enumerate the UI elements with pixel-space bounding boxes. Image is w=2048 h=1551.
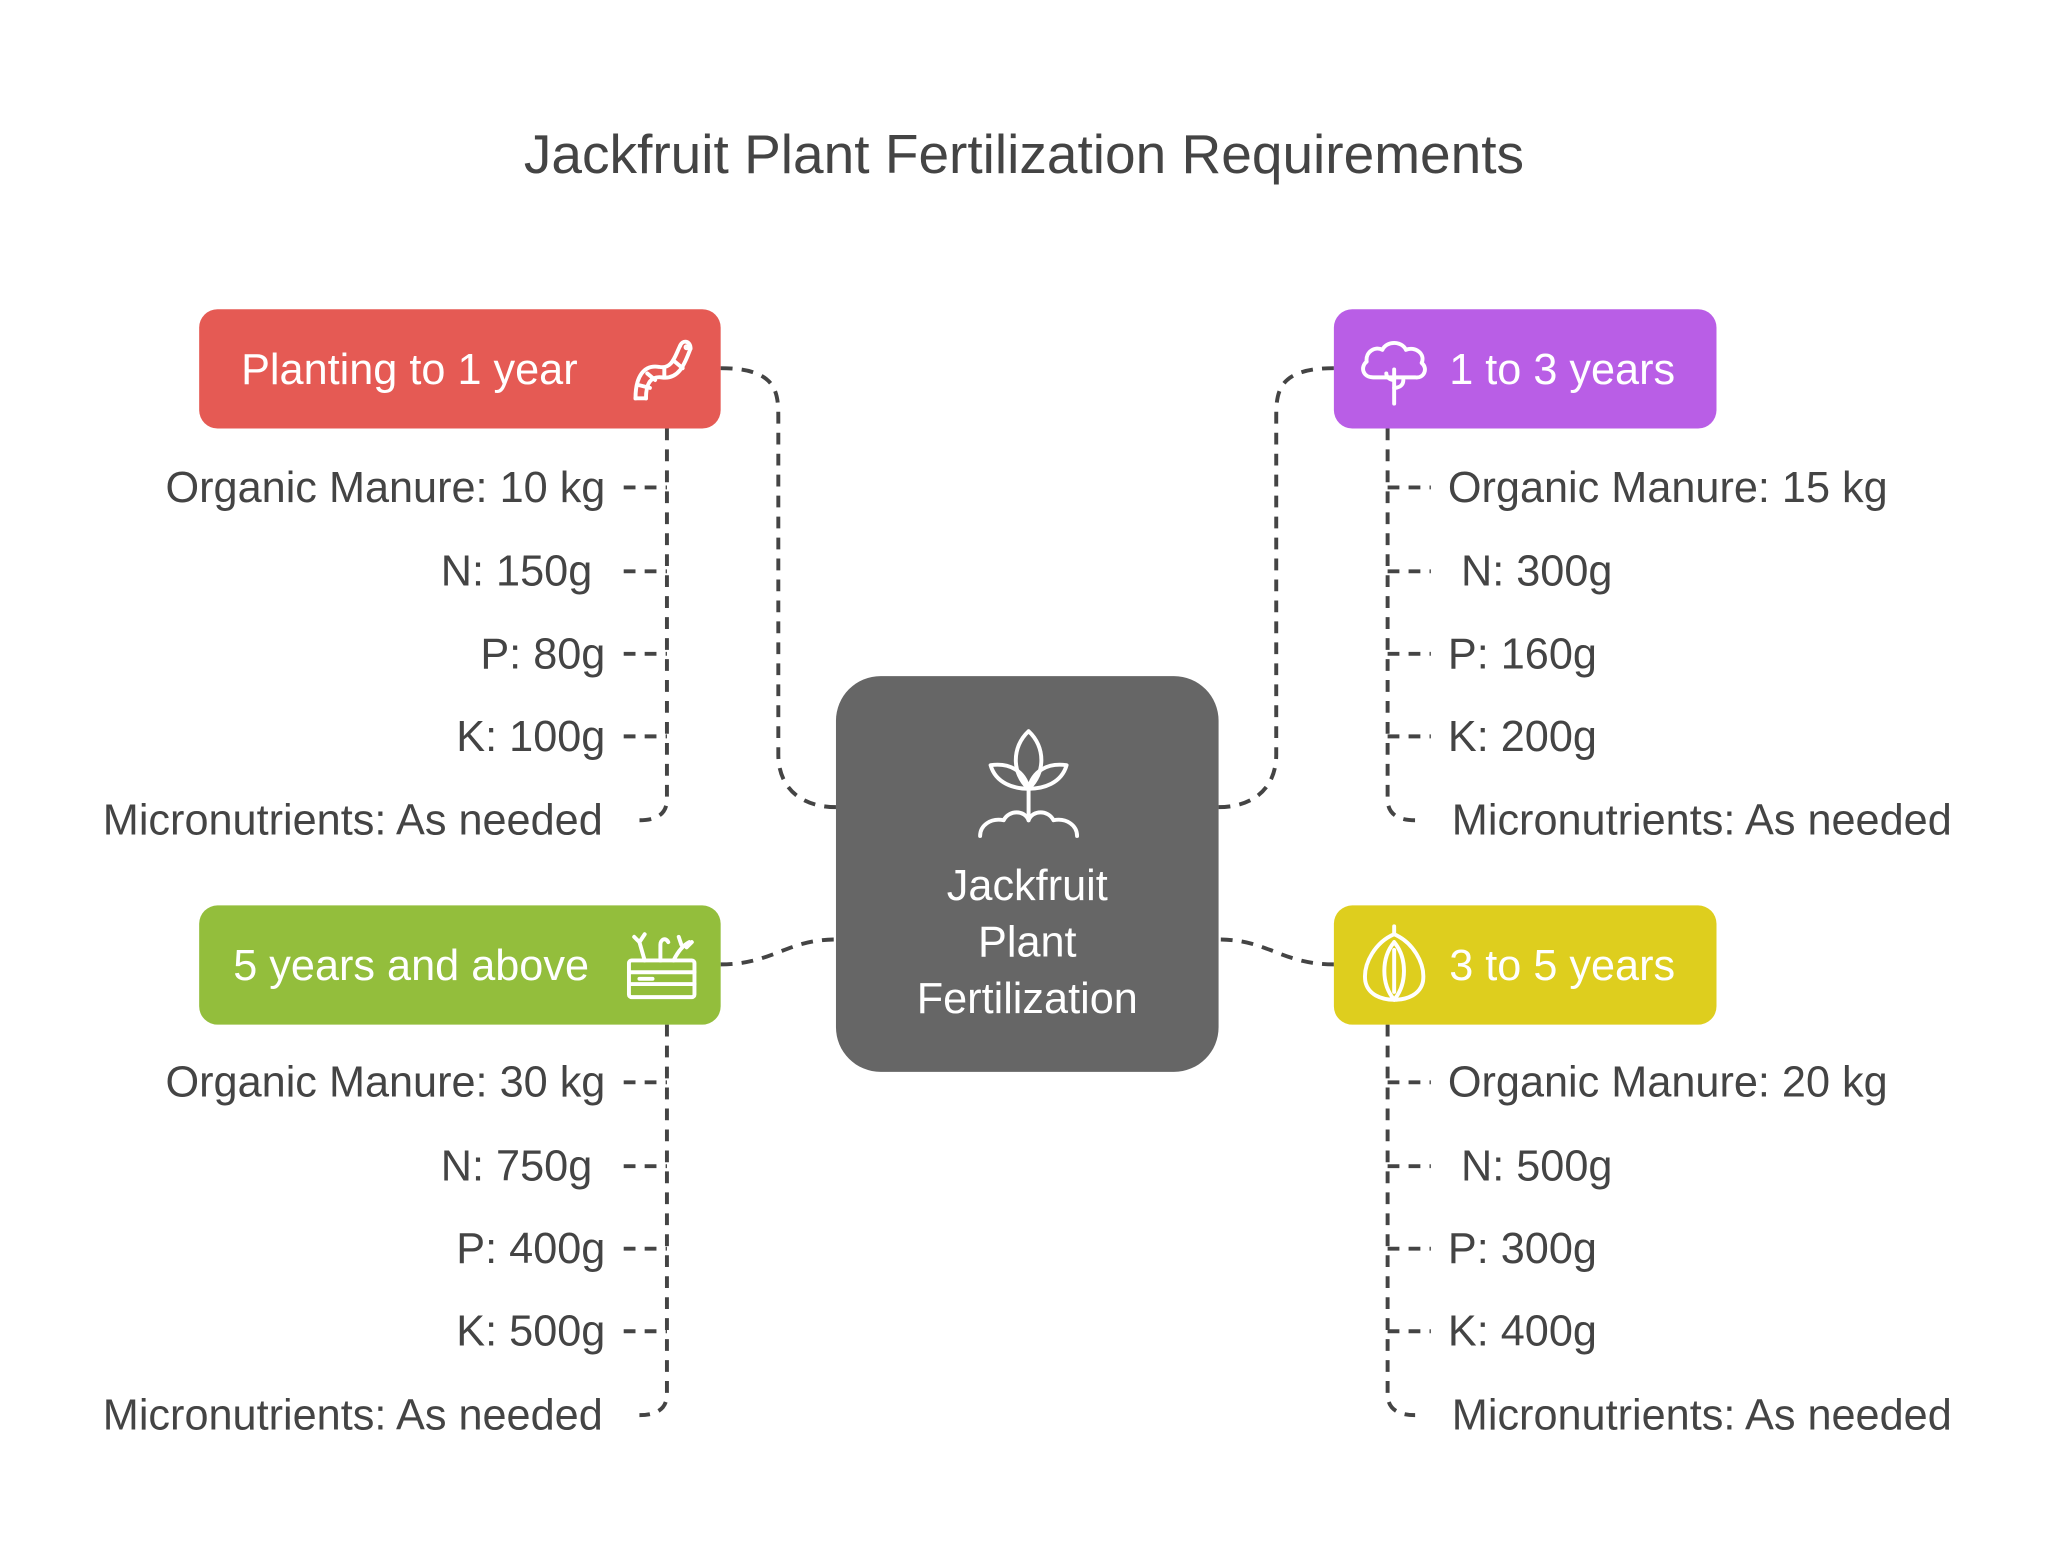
item-bl-organic-manure: Organic Manure: 30 kg <box>165 1057 606 1106</box>
tree-icon <box>1361 341 1427 406</box>
item-tr-n: N: 300g <box>1460 546 1613 595</box>
center-title-line-2: Plant <box>977 917 1077 966</box>
stage-box-bl: 5 years and above <box>199 905 721 1025</box>
item-br-k: K: 400g <box>1447 1306 1597 1355</box>
connector-bl-center <box>720 937 836 967</box>
item-bl-p: P: 400g <box>456 1223 606 1273</box>
item-tl-p: P: 80g <box>480 628 606 678</box>
connector-br-center <box>1218 937 1334 967</box>
stage-label: Planting to 1 year <box>241 343 578 393</box>
item-tl-k: K: 100g <box>456 711 606 760</box>
item-br-n: N: 500g <box>1460 1141 1613 1190</box>
item-bl-n: N: 750g <box>440 1141 593 1190</box>
stage-label: 3 to 5 years <box>1449 940 1676 989</box>
item-tr-micronutrients: Micronutrients: As needed <box>1451 795 1952 844</box>
stage-label: 1 to 3 years <box>1449 343 1676 393</box>
branch-tl-trunk <box>639 428 669 823</box>
connector-tl-center <box>720 366 836 810</box>
branch-tr-trunk <box>1385 428 1416 823</box>
item-tr-organic-manure: Organic Manure: 15 kg <box>1447 462 1888 512</box>
item-tl-micronutrients: Micronutrients: As needed <box>102 795 603 844</box>
stage-box-br: 3 to 5 years <box>1333 905 1717 1025</box>
sprout-icon <box>978 729 1080 838</box>
item-br-micronutrients: Micronutrients: As needed <box>1451 1390 1952 1439</box>
harvest-crate-icon <box>626 932 697 1000</box>
center-title-line-1: Jackfruit <box>946 860 1108 910</box>
diagram-title: Jackfruit Plant Fertilization Requiremen… <box>523 123 1525 185</box>
stage-box-tr: 1 to 3 years <box>1333 309 1717 429</box>
center-title-line-3: Fertilization <box>916 973 1138 1023</box>
item-br-p: P: 300g <box>1447 1223 1597 1273</box>
center-node: Jackfruit Plant Fertilization <box>835 676 1219 1072</box>
item-tr-p: P: 160g <box>1447 628 1597 678</box>
stage-label: 5 years and above <box>233 940 590 989</box>
worm-icon <box>633 339 693 401</box>
item-tr-k: K: 200g <box>1447 711 1597 760</box>
item-bl-k: K: 500g <box>456 1306 606 1355</box>
item-bl-micronutrients: Micronutrients: As needed <box>102 1390 603 1439</box>
stage-box-tl: Planting to 1 year <box>199 309 721 429</box>
item-tl-organic-manure: Organic Manure: 10 kg <box>165 462 606 512</box>
item-tl-n: N: 150g <box>440 546 593 595</box>
jackfruit-icon <box>1363 924 1426 1002</box>
connector-tr-center <box>1218 366 1334 810</box>
branch-bl-trunk <box>639 1024 669 1418</box>
item-br-organic-manure: Organic Manure: 20 kg <box>1447 1057 1888 1106</box>
branch-br-trunk <box>1385 1024 1416 1418</box>
